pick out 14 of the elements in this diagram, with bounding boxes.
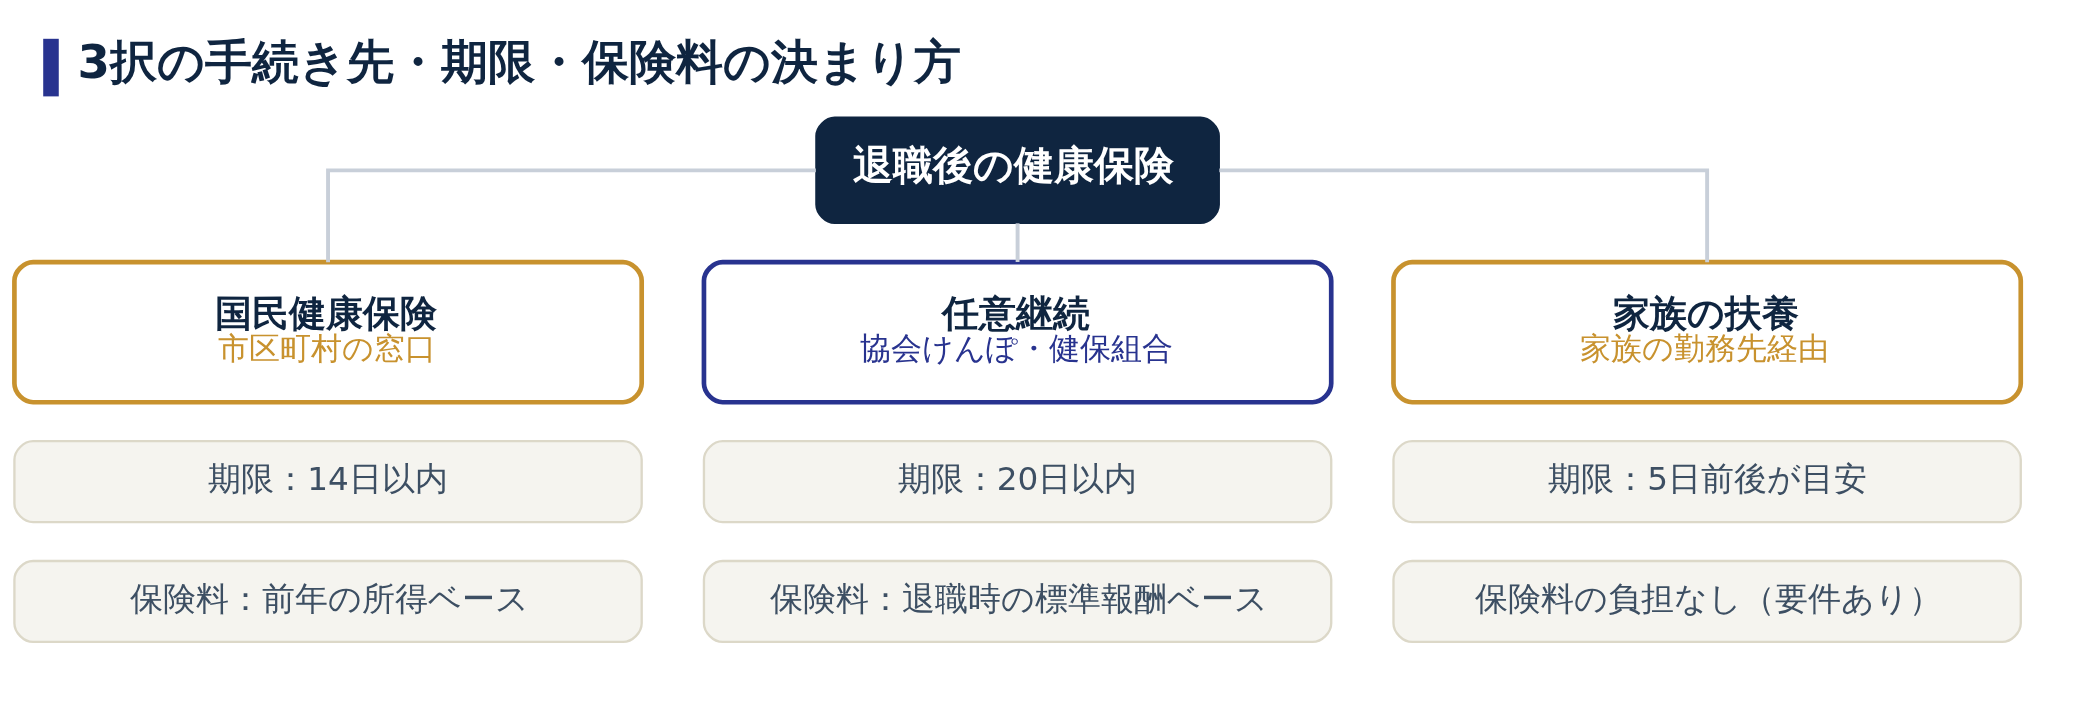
node-box: 期限：14日以内: [13, 439, 643, 523]
connector: [1015, 222, 1020, 262]
connector: [1219, 167, 1710, 262]
diagram-title: 3択の手続き先・期限・保険料の決まり方: [77, 34, 961, 89]
connector: [326, 167, 816, 262]
node-box: 保険料：前年の所得ベース: [13, 559, 643, 643]
node-box: 保険料の負担なし（要件あり）: [1392, 559, 2022, 643]
node-box: 退職後の健康保険: [815, 116, 1220, 224]
node-box: 任意継続 協会けんぽ・健保組合: [701, 259, 1334, 405]
node-box: 家族の扶養 家族の勤務先経由: [1391, 259, 2024, 405]
node-box: 期限：5日前後が目安: [1392, 439, 2022, 523]
node-box: 国民健康保険 市区町村の窓口: [12, 259, 645, 405]
node-box: 保険料：退職時の標準報酬ベース: [702, 559, 1333, 643]
node-box: 期限：20日以内: [702, 439, 1333, 523]
